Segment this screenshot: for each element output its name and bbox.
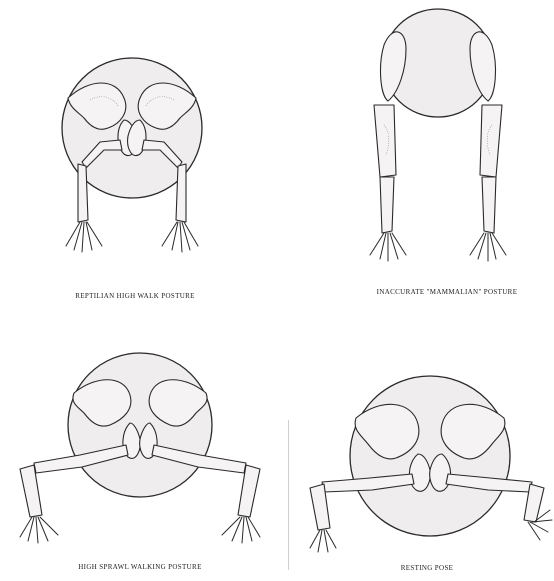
left-upper-limb <box>374 105 396 177</box>
left-lower-limb <box>78 164 88 222</box>
caption-reptilian-high-walk: REPTILIAN HIGH WALK POSTURE <box>20 292 250 300</box>
panel-mammalian-posture: INACCURATE "MAMMALIAN" POSTURE <box>340 5 554 315</box>
body-cross-section <box>350 376 510 536</box>
panel-resting-pose: RESTING POSE <box>300 370 554 581</box>
left-foot <box>310 530 336 552</box>
right-lower-limb <box>482 177 496 233</box>
left-foot <box>370 233 406 261</box>
resting-pose-illustration <box>300 370 554 560</box>
right-foot <box>222 517 260 543</box>
body-cross-section <box>68 353 212 497</box>
mammalian-posture-illustration <box>340 5 554 285</box>
left-lower-limb <box>380 177 394 233</box>
left-foot <box>20 517 58 543</box>
reptilian-high-walk-illustration <box>20 50 250 290</box>
panel-divider <box>288 420 289 570</box>
right-upper-limb <box>480 105 502 177</box>
left-foot <box>66 222 102 252</box>
caption-resting-pose: RESTING POSE <box>300 564 554 572</box>
high-sprawl-illustration <box>0 345 280 555</box>
panel-reptilian-high-walk: REPTILIAN HIGH WALK POSTURE <box>20 50 250 320</box>
right-lower-limb <box>176 164 186 222</box>
caption-mammalian-posture: INACCURATE "MAMMALIAN" POSTURE <box>340 288 554 296</box>
right-foot <box>162 222 198 252</box>
right-foot <box>470 233 506 261</box>
panel-high-sprawl: HIGH SPRAWL WALKING POSTURE <box>0 345 280 581</box>
caption-high-sprawl: HIGH SPRAWL WALKING POSTURE <box>0 563 280 571</box>
